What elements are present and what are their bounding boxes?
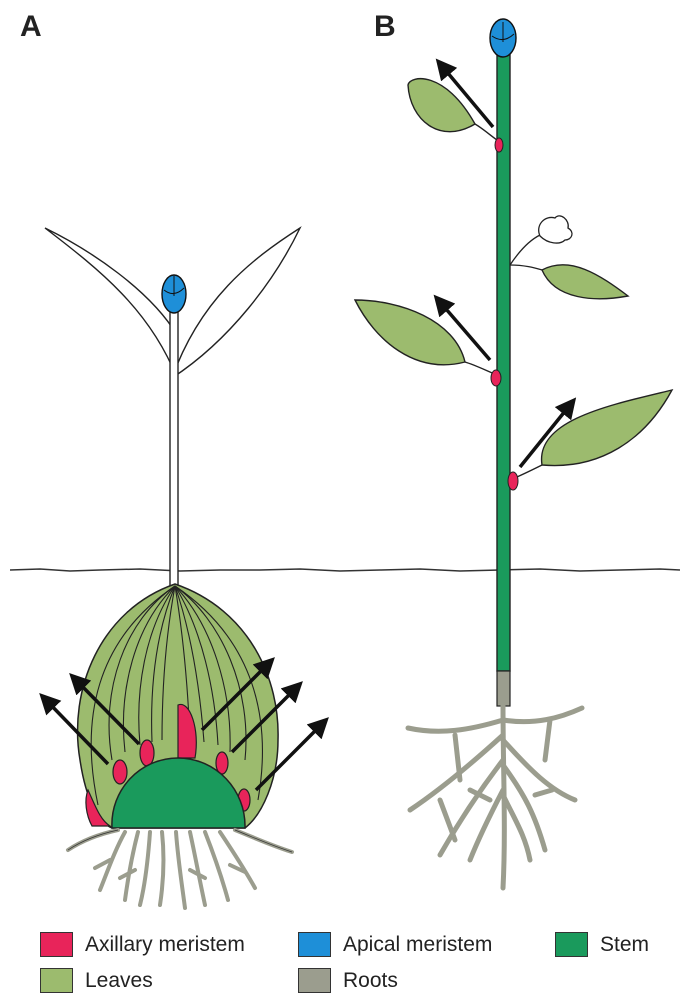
aerial-leaf-right: [172, 228, 300, 378]
legend-apical-meristem: Apical meristem: [298, 932, 492, 957]
axillary-meristem-b2: [491, 370, 501, 386]
soil-line: [10, 569, 680, 571]
flower-bud: [539, 216, 572, 243]
legend-swatch-stem: [555, 932, 588, 957]
legend-swatch-leaves: [40, 968, 73, 993]
panel-b-upright-plant: [355, 19, 672, 888]
axillary-meristem-a3: [113, 760, 127, 784]
legend-axillary-meristem: Axillary meristem: [40, 932, 245, 957]
taproot: [497, 671, 510, 706]
legend-label-axillary: Axillary meristem: [85, 933, 245, 957]
legend-swatch-roots: [298, 968, 331, 993]
legend-label-stem: Stem: [600, 933, 649, 957]
legend-roots: Roots: [298, 968, 398, 993]
leaf-b1: [408, 79, 475, 132]
legend-label-roots: Roots: [343, 969, 398, 993]
legend-leaves: Leaves: [40, 968, 153, 993]
legend-label-leaves: Leaves: [85, 969, 153, 993]
leaf-b-upper-right: [542, 265, 628, 299]
axillary-meristem-a2: [140, 740, 154, 766]
roots-b: [408, 705, 582, 888]
legend-swatch-apical: [298, 932, 331, 957]
roots-a: [68, 830, 292, 908]
axillary-meristem-b3: [508, 472, 518, 490]
legend-label-apical: Apical meristem: [343, 933, 492, 957]
legend-swatch-axillary: [40, 932, 73, 957]
aerial-leaf-left: [45, 228, 177, 378]
panel-a-bulb-plant: [45, 228, 322, 908]
aerial-stalk: [170, 312, 178, 587]
legend-stem: Stem: [555, 932, 649, 957]
leaf-b3: [542, 390, 672, 466]
axillary-meristem-b1: [495, 138, 503, 152]
